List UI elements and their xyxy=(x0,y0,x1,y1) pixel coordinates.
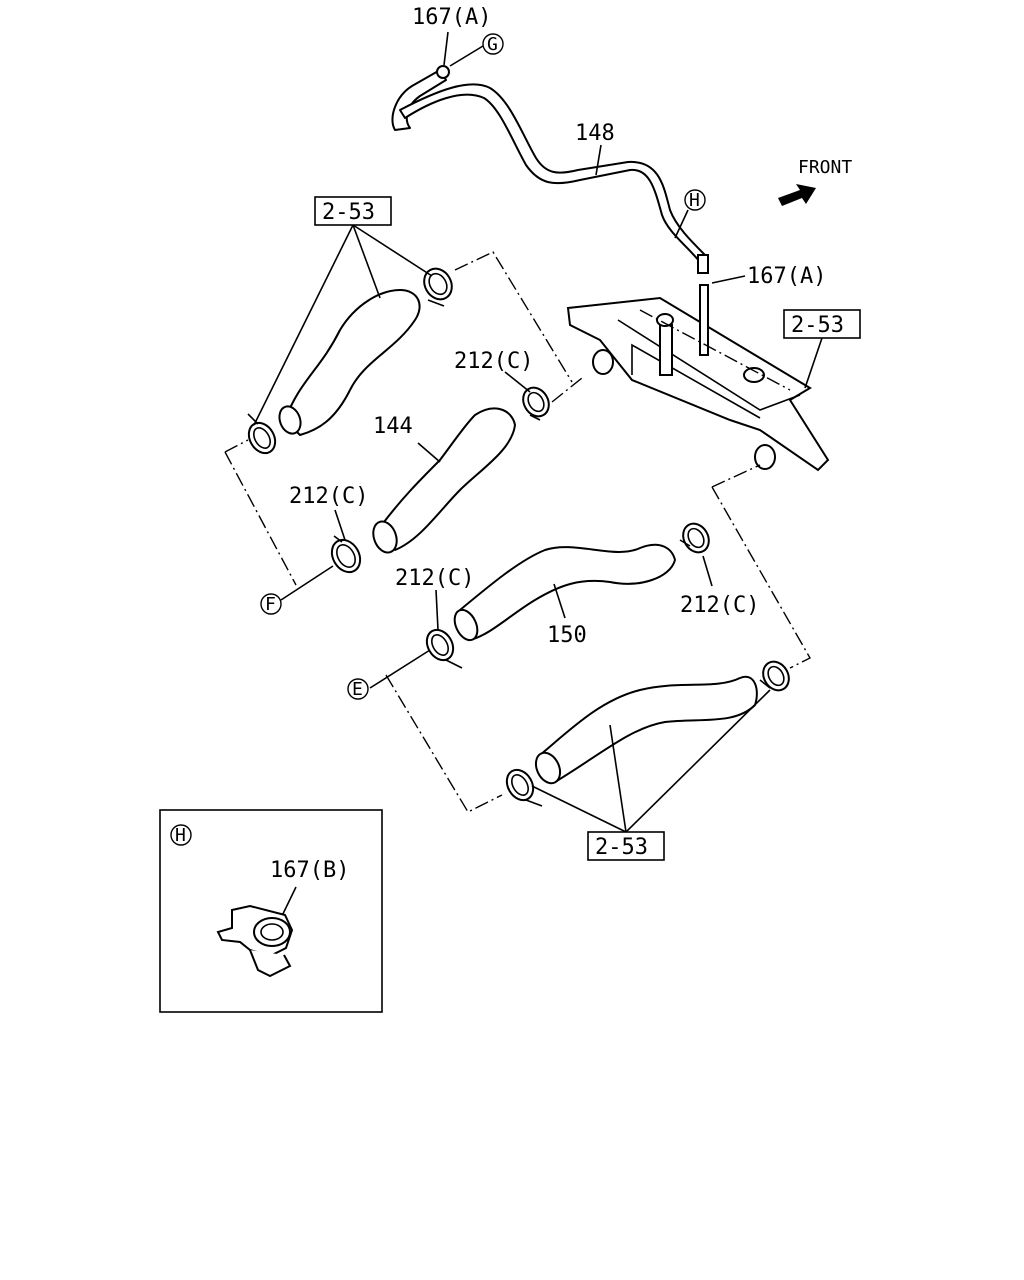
hose-144-upper xyxy=(278,289,421,436)
intercooler xyxy=(566,284,830,472)
hose-150 xyxy=(453,543,676,642)
clamp-7 xyxy=(759,660,790,692)
clamp-1 xyxy=(247,413,277,455)
ref-box-3[interactable]: 2-53 xyxy=(587,831,665,861)
label-212c-1: 212(C) xyxy=(454,349,533,374)
inset-callout-h-label: H xyxy=(175,825,186,846)
assembly-lines xyxy=(224,251,811,813)
callout-h-label: H xyxy=(689,190,700,211)
label-212c-3: 212(C) xyxy=(395,566,474,591)
ref-box-3-label: 2-53 xyxy=(595,835,648,860)
label-150: 150 xyxy=(547,623,587,648)
ref-box-2-label: 2-53 xyxy=(791,313,844,338)
clamp-8 xyxy=(505,768,543,807)
label-167a-top: 167(A) xyxy=(412,5,491,30)
ref-box-2[interactable]: 2-53 xyxy=(783,309,861,339)
callout-g[interactable]: G xyxy=(482,33,504,55)
front-arrow-icon xyxy=(778,184,816,206)
inset-detail-h: H 167(B) xyxy=(159,809,383,1013)
ref-box-1[interactable]: 2-53 xyxy=(314,196,392,226)
hose-lower xyxy=(534,675,758,785)
callout-e-label: E xyxy=(352,679,363,700)
inset-callout-h: H xyxy=(170,824,192,846)
clamp-5 xyxy=(425,628,463,669)
label-167a-right: 167(A) xyxy=(747,264,826,289)
clamp-2 xyxy=(423,267,453,307)
callout-h[interactable]: H xyxy=(684,189,706,211)
callout-f[interactable]: F xyxy=(260,593,282,615)
hose-144 xyxy=(372,407,516,554)
inset-label-167b: 167(B) xyxy=(270,858,349,883)
label-148: 148 xyxy=(575,121,615,146)
front-label: FRONT xyxy=(798,157,852,178)
callout-e[interactable]: E xyxy=(347,678,369,700)
front-indicator: FRONT xyxy=(778,157,852,206)
label-144: 144 xyxy=(373,414,413,439)
label-212c-2: 212(C) xyxy=(289,484,368,509)
hose-148 xyxy=(391,65,709,274)
leader-lines xyxy=(253,31,823,833)
fitting-167b xyxy=(216,904,294,978)
clamp-6 xyxy=(679,522,710,554)
clamp-3 xyxy=(522,386,550,421)
callout-f-label: F xyxy=(265,594,276,615)
ref-box-1-label: 2-53 xyxy=(322,200,375,225)
callout-g-label: G xyxy=(487,34,498,55)
label-212c-4: 212(C) xyxy=(680,593,759,618)
clamp-4 xyxy=(330,535,362,574)
